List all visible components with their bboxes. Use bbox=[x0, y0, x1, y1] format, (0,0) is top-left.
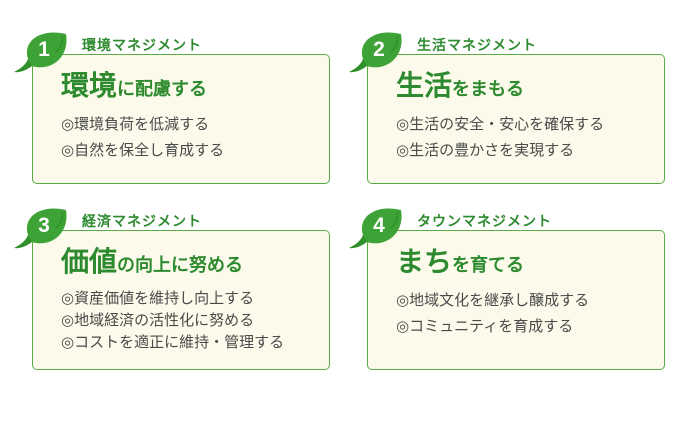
headline-main: 価値 bbox=[61, 245, 118, 278]
list-item: ◎環境負荷を低減する bbox=[61, 115, 210, 133]
card-box: 生活をまもる ◎生活の安全・安心を確保する ◎生活の豊かさを実現する bbox=[367, 54, 665, 184]
leaf-badge-icon: 2 bbox=[345, 28, 409, 80]
category-label: 環境マネジメント bbox=[82, 38, 202, 54]
badge-number: 1 bbox=[38, 38, 50, 61]
card-box: 価値の向上に努める ◎資産価値を維持し向上する ◎地域経済の活性化に努める ◎コ… bbox=[32, 230, 330, 370]
headline-main: まち bbox=[396, 245, 453, 278]
list-item: ◎資産価値を維持し向上する bbox=[61, 289, 255, 307]
headline-sub: をまもる bbox=[452, 79, 525, 100]
card-headline: 価値の向上に努める bbox=[61, 245, 243, 283]
category-label: タウンマネジメント bbox=[417, 214, 552, 230]
badge-number: 3 bbox=[38, 214, 50, 237]
list-item: ◎自然を保全し育成する bbox=[61, 141, 225, 159]
list-item: ◎生活の安全・安心を確保する bbox=[396, 115, 605, 133]
category-label: 生活マネジメント bbox=[417, 38, 537, 54]
card-headline: 生活をまもる bbox=[396, 69, 524, 107]
card-box: 環境に配慮する ◎環境負荷を低減する ◎自然を保全し育成する bbox=[32, 54, 330, 184]
leaf-badge-icon: 4 bbox=[345, 204, 409, 256]
item-list: ◎地域文化を継承し醸成する ◎コミュニティを育成する bbox=[396, 287, 589, 339]
card-header: 2 生活マネジメント bbox=[349, 32, 667, 73]
list-item: ◎地域文化を継承し醸成する bbox=[396, 291, 590, 309]
list-item: ◎生活の豊かさを実現する bbox=[396, 141, 575, 159]
card-headline: 環境に配慮する bbox=[61, 69, 207, 107]
item-list: ◎環境負荷を低減する ◎自然を保全し育成する bbox=[61, 111, 224, 163]
card-header: 4 タウンマネジメント bbox=[349, 208, 667, 249]
card-box: まちを育てる ◎地域文化を継承し醸成する ◎コミュニティを育成する bbox=[367, 230, 665, 370]
card-header: 3 経済マネジメント bbox=[14, 208, 332, 249]
card-headline: まちを育てる bbox=[396, 245, 524, 283]
badge-number: 2 bbox=[373, 38, 385, 61]
headline-sub: を育てる bbox=[452, 255, 525, 276]
item-list: ◎資産価値を維持し向上する ◎地域経済の活性化に努める ◎コストを適正に維持・管… bbox=[61, 287, 284, 353]
category-label: 経済マネジメント bbox=[82, 214, 202, 230]
card-header: 1 環境マネジメント bbox=[14, 32, 332, 73]
list-item: ◎コストを適正に維持・管理する bbox=[61, 333, 285, 351]
leaf-badge-icon: 3 bbox=[10, 204, 74, 256]
leaf-badge-icon: 1 bbox=[10, 28, 74, 80]
headline-main: 生活 bbox=[396, 69, 453, 102]
headline-main: 環境 bbox=[61, 69, 118, 102]
list-item: ◎コミュニティを育成する bbox=[396, 317, 574, 335]
headline-sub: の向上に努める bbox=[117, 255, 244, 276]
badge-number: 4 bbox=[373, 214, 385, 237]
item-list: ◎生活の安全・安心を確保する ◎生活の豊かさを実現する bbox=[396, 111, 604, 163]
headline-sub: に配慮する bbox=[117, 79, 208, 100]
list-item: ◎地域経済の活性化に努める bbox=[61, 311, 255, 329]
